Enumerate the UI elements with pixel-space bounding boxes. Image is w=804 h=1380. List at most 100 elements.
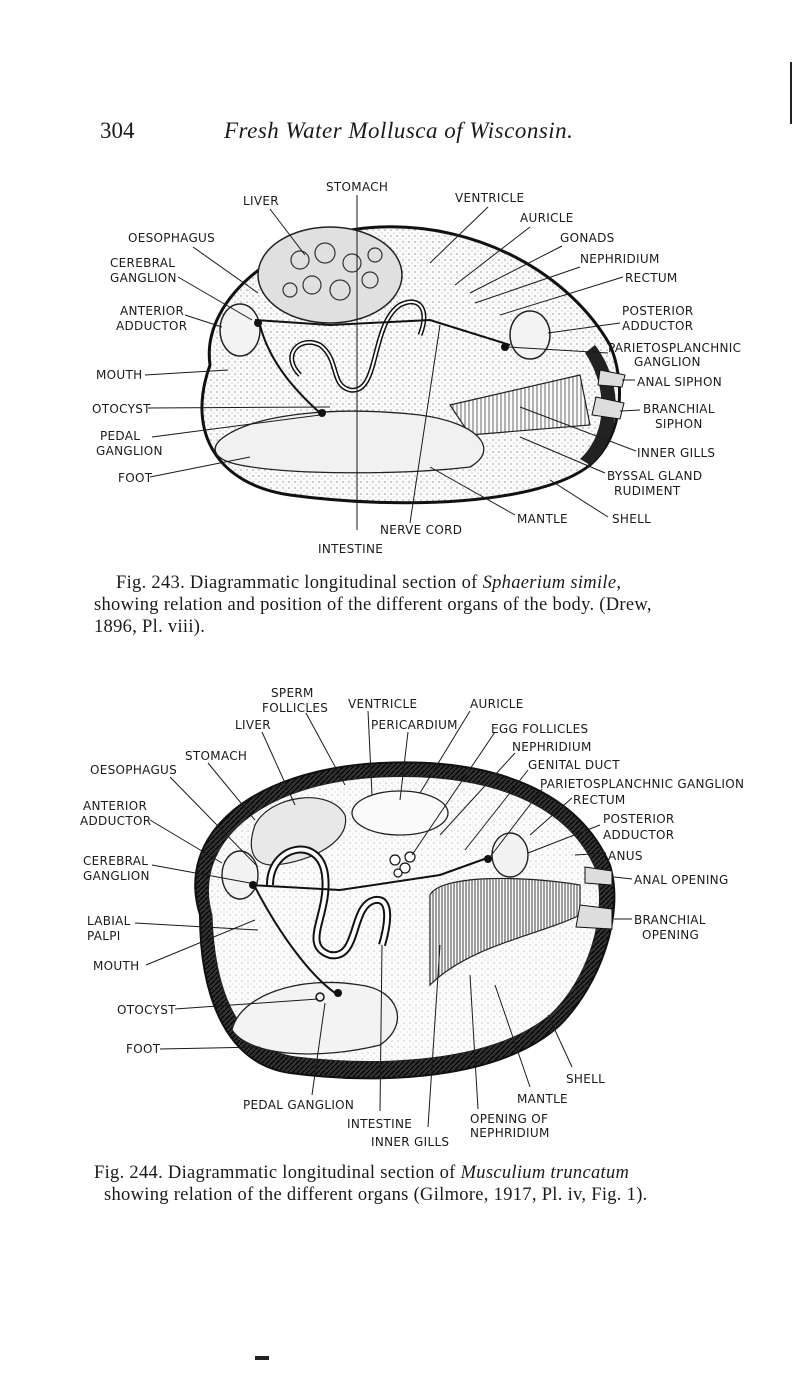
page-number: 304 (100, 118, 135, 143)
anterior-adductor-muscle (221, 850, 259, 900)
anal-opening-siphon (584, 866, 613, 886)
label-nephridium: NEPHRIDIUM (512, 740, 592, 754)
caption-243-lead: Fig. 243. Diagrammatic longitudinal sect… (116, 573, 483, 593)
label-pedal-ganglion-2: GANGLION (96, 444, 163, 458)
label-posterior-adductor-1: POSTERIOR (622, 304, 694, 318)
page-header: 304 Fresh Water Mollusca of Wisconsin. (100, 118, 660, 150)
label-cerebral-ganglion-1: CEREBRAL (110, 256, 175, 270)
posterior-adductor-muscle (509, 310, 551, 360)
caption-244-line2: showing relation of the different organs… (104, 1185, 648, 1205)
label-anal-siphon: ANAL SIPHON (637, 375, 722, 389)
label-stomach: STOMACH (326, 180, 388, 194)
pedal-ganglion-node (334, 989, 342, 997)
label-foot: FOOT (126, 1042, 161, 1056)
anal-siphon (597, 369, 626, 388)
figure-243-caption: Fig. 243. Diagrammatic longitudinal sect… (94, 572, 734, 638)
label-auricle: AURICLE (520, 211, 574, 225)
label-anal-opening: ANAL OPENING (634, 873, 729, 887)
label-cerebral-ganglion-1: CEREBRAL (83, 854, 148, 868)
label-anterior-adductor-1: ANTERIOR (120, 304, 184, 318)
label-anterior-adductor-2: ADDUCTOR (116, 319, 187, 333)
label-opening-of-nephridium-1: OPENING OF (470, 1112, 548, 1126)
label-parietosplanchnic-ganglion: PARIETOSPLANCHNIC GANGLION (540, 777, 744, 791)
cerebral-ganglion-node (249, 881, 257, 889)
label-stomach: STOMACH (185, 749, 247, 763)
label-rectum: RECTUM (625, 271, 678, 285)
pericardium (351, 790, 449, 836)
label-intestine: INTESTINE (347, 1117, 412, 1131)
caption-244-species: Musculium truncatum (460, 1163, 630, 1183)
label-byssal-gland-1: BYSSAL GLAND (607, 469, 702, 483)
label-branchial-opening-1: BRANCHIAL (634, 913, 706, 927)
label-labial-palpi-1: LABIAL (87, 914, 131, 928)
liver-lobes (282, 242, 383, 301)
page-edge-line (790, 62, 792, 124)
label-intestine: INTESTINE (318, 542, 383, 556)
label-branchial-siphon-1: BRANCHIAL (643, 402, 715, 416)
running-title: Fresh Water Mollusca of Wisconsin. (224, 118, 574, 143)
nerve-cord (249, 856, 491, 892)
label-genital-duct: GENITAL DUCT (528, 758, 620, 772)
caption-244-lead: Fig. 244. Diagrammatic longitudinal sect… (94, 1163, 461, 1183)
label-ventricle: VENTRICLE (348, 697, 417, 711)
label-parietosplanchnic-ganglion-2: GANGLION (634, 355, 701, 369)
parietosplanchnic-ganglion-node (501, 343, 509, 351)
page-speck (255, 1356, 269, 1360)
label-cerebral-ganglion-2: GANGLION (110, 271, 177, 285)
label-mantle: MANTLE (517, 1092, 568, 1106)
foot-body (214, 410, 485, 474)
label-pedal-ganglion-1: PEDAL (100, 429, 140, 443)
label-posterior-adductor-1: POSTERIOR (603, 812, 675, 826)
label-mouth: MOUTH (96, 368, 142, 382)
branchial-opening-siphon (575, 904, 613, 930)
label-pedal-ganglion: PEDAL GANGLION (243, 1098, 354, 1112)
pedal-ganglion-node (318, 409, 326, 417)
caption-243-line2: showing relation and position of the dif… (94, 595, 652, 615)
figure-244-caption: Fig. 244. Diagrammatic longitudinal sect… (94, 1162, 734, 1206)
label-parietosplanchnic-ganglion-1: PARIETOSPLANCHNIC (608, 341, 741, 355)
label-shell: SHELL (612, 512, 651, 526)
intestine-loop-inner (290, 300, 425, 392)
caption-243-species: Sphaerium simile, (482, 573, 622, 593)
nerve-cord (254, 318, 511, 346)
figure-243-diagram: STOMACH LIVER VENTRICLE AURICLE OESOPHAG… (92, 180, 741, 556)
label-liver: LIVER (243, 194, 279, 208)
label-opening-of-nephridium-2: NEPHRIDIUM (470, 1126, 550, 1140)
label-mantle: MANTLE (517, 512, 568, 526)
label-branchial-siphon-2: SIPHON (655, 417, 703, 431)
label-auricle: AURICLE (470, 697, 524, 711)
liver-mass (257, 226, 403, 324)
figure-244-diagram: SPERM FOLLICLES VENTRICLE AURICLE LIVER … (80, 686, 744, 1149)
label-inner-gills: INNER GILLS (637, 446, 715, 460)
label-sperm-follicles-1: SPERM (271, 686, 314, 700)
label-gonads: GONADS (560, 231, 615, 245)
cerebral-ganglion-node (254, 319, 262, 327)
intestine-loop-inner (268, 847, 390, 958)
otocyst-node (315, 992, 325, 1002)
label-sperm-follicles-2: FOLLICLES (262, 701, 328, 715)
label-foot: FOOT (118, 471, 153, 485)
label-nephridium: NEPHRIDIUM (580, 252, 660, 266)
label-posterior-adductor-2: ADDUCTOR (603, 828, 674, 842)
label-anterior-adductor-1: ANTERIOR (83, 799, 147, 813)
anterior-adductor-muscle (219, 303, 261, 357)
label-otocyst: OTOCYST (117, 1003, 176, 1017)
label-oesophagus: OESOPHAGUS (90, 763, 177, 777)
label-branchial-opening-2: OPENING (642, 928, 699, 942)
branchial-siphon (591, 396, 625, 420)
label-liver: LIVER (235, 718, 271, 732)
label-anterior-adductor-2: ADDUCTOR (80, 814, 151, 828)
label-posterior-adductor-2: ADDUCTOR (622, 319, 693, 333)
label-ventricle: VENTRICLE (455, 191, 524, 205)
label-egg-follicles: EGG FOLLICLES (491, 722, 588, 736)
label-anus: ANUS (608, 849, 643, 863)
label-mouth: MOUTH (93, 959, 139, 973)
label-pericardium: PERICARDIUM (371, 718, 458, 732)
label-nerve-cord: NERVE CORD (380, 523, 462, 537)
label-cerebral-ganglion-2: GANGLION (83, 869, 150, 883)
label-labial-palpi-2: PALPI (87, 929, 121, 943)
label-oesophagus: OESOPHAGUS (128, 231, 215, 245)
foot-body (231, 981, 398, 1055)
figure-244-leader-lines (134, 710, 633, 1128)
label-byssal-gland-2: RUDIMENT (614, 484, 681, 498)
